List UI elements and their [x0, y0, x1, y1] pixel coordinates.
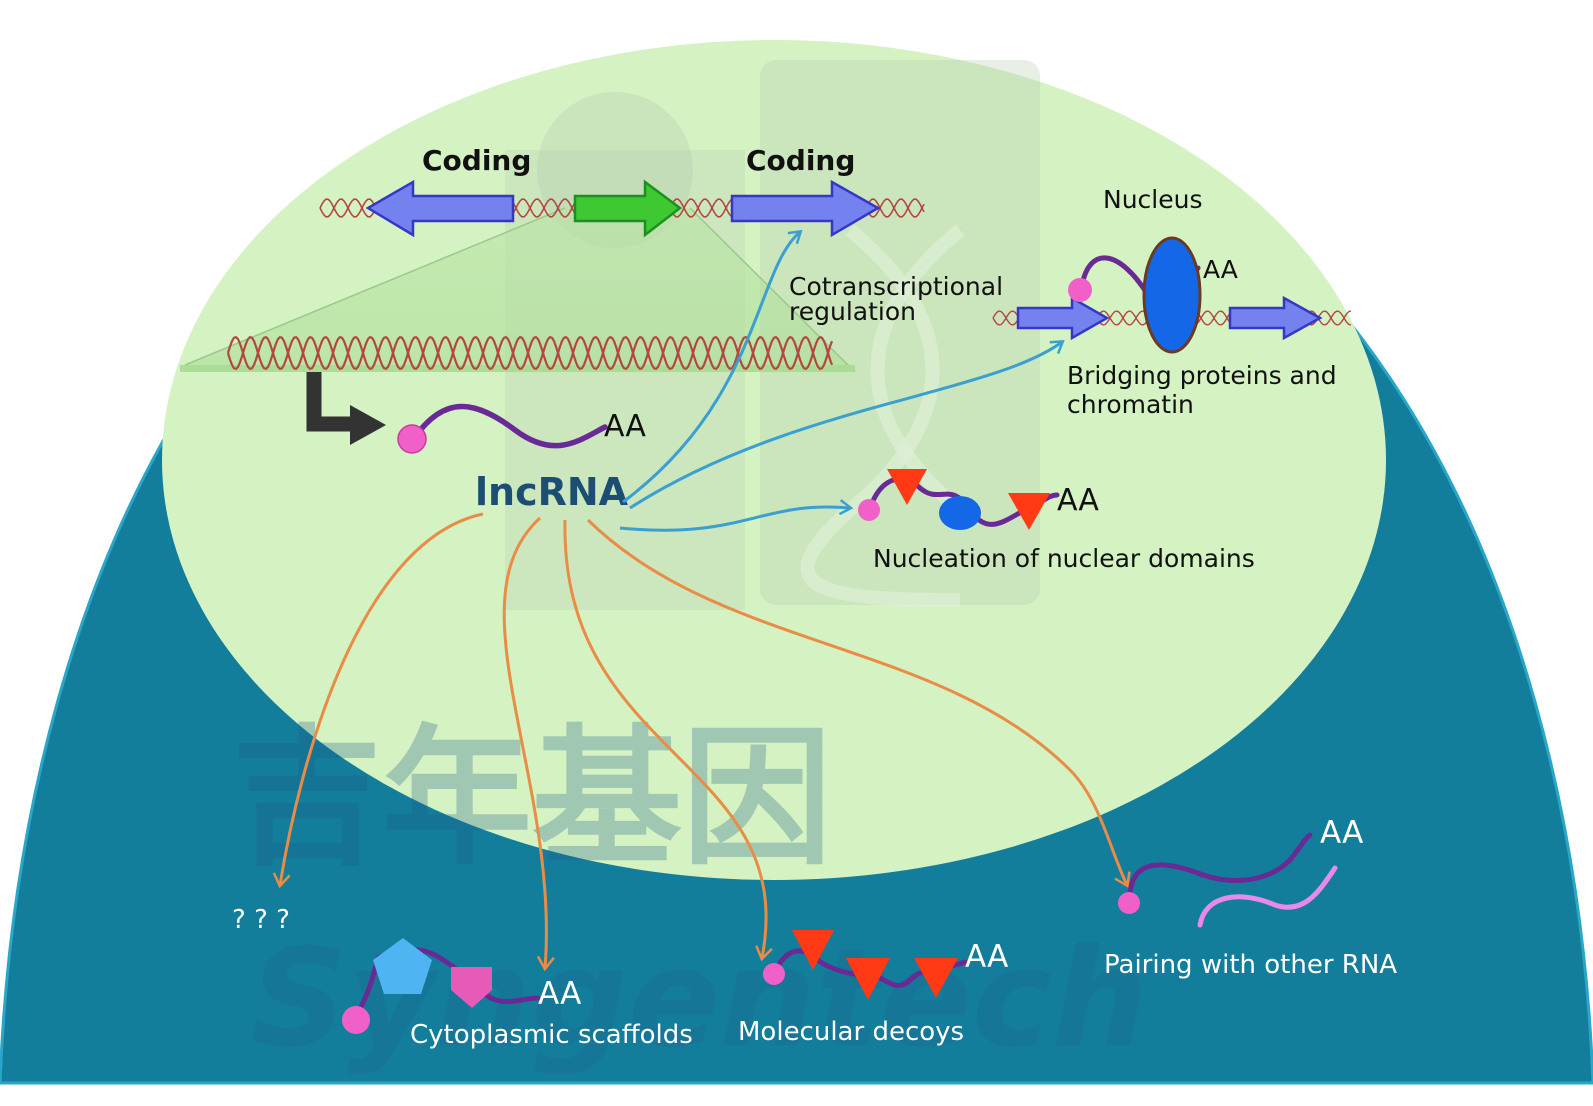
nucleation-rna-cap — [858, 499, 880, 521]
coding-label-left: Coding — [422, 144, 531, 177]
nucleation-protein-triangle-1 — [887, 469, 927, 505]
nucleation-label: Nucleation of nuclear domains — [873, 544, 1255, 573]
pairing-partner-rna — [1197, 865, 1338, 928]
scaffold-protein-pentagon-pink — [451, 967, 492, 1008]
bridging-rna-cap — [1068, 278, 1092, 302]
path-to-cotranscriptional — [622, 232, 800, 504]
transcription-arrow — [306, 372, 352, 432]
path-to-unknown — [280, 512, 484, 885]
dna-helix-chromosome — [226, 335, 834, 371]
dna-strand-1 — [226, 335, 834, 371]
decoy-rna-cap — [763, 963, 785, 985]
decoys-label: Molecular decoys — [738, 1017, 964, 1047]
coding-gene-left-arrow — [365, 179, 515, 238]
path-to-scaffolds — [502, 516, 546, 968]
transcript-poly-a: AA — [604, 409, 646, 444]
zoom-beam — [185, 208, 855, 372]
path-to-decoys — [563, 519, 766, 958]
path-to-nucleation — [619, 507, 850, 532]
coding-gene-right-arrow — [730, 179, 881, 238]
scaffold-rna-cap — [342, 1006, 370, 1034]
decoy-protein-triangle-1 — [792, 930, 834, 970]
scaffold-rna — [353, 946, 541, 1020]
dna-strand-2 — [226, 335, 834, 371]
nucleation-poly-a: AA — [1057, 483, 1099, 518]
scaffold-poly-a: AA — [538, 976, 581, 1012]
bridging-gene-right-arrow — [1228, 295, 1323, 341]
nucleation-protein-triangle-2 — [1008, 493, 1050, 530]
lncrna-label: lncRNA — [475, 470, 629, 514]
bridging-protein — [1142, 236, 1202, 354]
decoy-poly-a: AA — [965, 939, 1008, 975]
pairing-rna — [1127, 832, 1313, 901]
path-to-pairing — [586, 518, 1127, 885]
bridging-label: Bridging proteins and chromatin — [1067, 361, 1345, 419]
pairing-rna-cap — [1118, 892, 1140, 914]
bridging-poly-a: AA — [1203, 255, 1238, 284]
pairing-label: Pairing with other RNA — [1104, 950, 1397, 980]
scaffolds-label: Cytoplasmic scaffolds — [410, 1020, 693, 1050]
path-to-bridging — [629, 342, 1062, 510]
transcript-cap — [397, 424, 427, 454]
lncrna-transcript — [412, 403, 608, 449]
nucleation-protein-oval — [939, 496, 981, 530]
lncrna-gene-arrow — [573, 179, 683, 238]
nucleus-label: Nucleus — [1103, 185, 1203, 214]
coding-label-right: Coding — [746, 144, 855, 177]
cotranscriptional-label: Cotranscriptional regulation — [789, 272, 1011, 326]
bridging-gene-left-arrow — [1016, 295, 1110, 341]
decoy-protein-triangle-3 — [914, 958, 958, 998]
watermark-latin: Syngentech — [250, 920, 1148, 1077]
scaffold-protein-pentagon-blue — [373, 938, 432, 994]
unknown-function-label: ? ? ? — [232, 905, 290, 935]
decoy-protein-triangle-2 — [846, 958, 890, 1000]
pairing-poly-a: AA — [1320, 815, 1363, 851]
